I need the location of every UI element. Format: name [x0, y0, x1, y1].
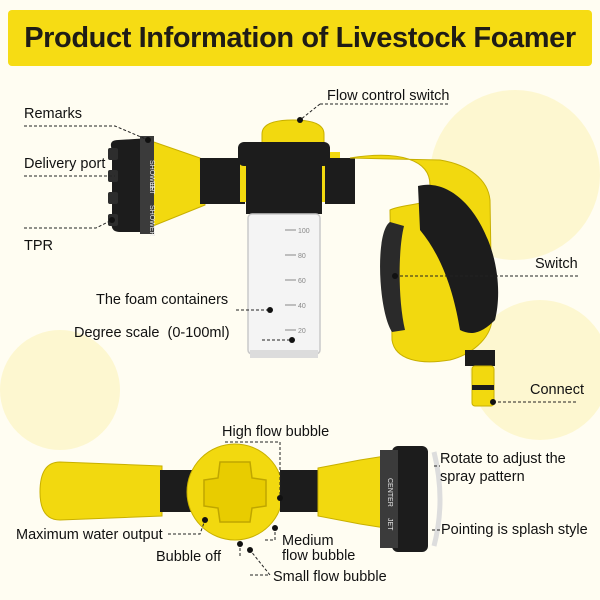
rear-black-band [325, 158, 355, 204]
label-degree-scale-range: (0-100ml) [167, 325, 230, 341]
scale-mark-2: 60 [298, 278, 306, 285]
nozzle-text-shower-top-2: SHOWER [148, 205, 155, 237]
page-title: Product Information of Livestock Foamer [24, 21, 576, 54]
flow-control-knob [261, 119, 325, 147]
label-delivery-port: Delivery port [24, 156, 106, 172]
scale-mark-4: 20 [298, 328, 306, 335]
label-pointing-splash: Pointing is splash style [441, 522, 588, 538]
label-flow-control-switch: Flow control switch [327, 88, 450, 104]
scale-mark-1: 80 [298, 253, 306, 260]
label-foam-containers: The foam containers [96, 292, 229, 308]
gun-neck [147, 139, 206, 229]
scale-mark-3: 40 [298, 303, 306, 310]
rotate-arrow-icon [431, 451, 443, 547]
scale-mark-0: 100 [298, 228, 310, 235]
label-connect: Connect [530, 382, 585, 398]
label-rotate-line1: Rotate to adjust the [440, 451, 566, 467]
selector-knob [203, 461, 267, 523]
rubber-grip [418, 184, 499, 333]
label-medium-flow-line1: Medium [282, 533, 334, 549]
bottom-nozzle-head [392, 446, 428, 552]
label-maximum-water-output: Maximum water output [16, 527, 163, 543]
label-high-flow-bubble: High flow bubble [222, 424, 330, 440]
bottom-handle [39, 461, 163, 521]
label-rotate-line2: spray pattern [440, 469, 525, 485]
title-banner: Product Information of Livestock Foamer [8, 10, 592, 66]
barrel-black-band [200, 158, 245, 204]
nozzle-text-shower-top: SHOWER [148, 160, 155, 192]
bottom-leader-lines [168, 441, 440, 576]
label-small-flow-bubble: Small flow bubble [273, 569, 387, 585]
label-tpr: TPR [24, 238, 53, 254]
bottom-leader-dots [202, 495, 283, 553]
top-leader-lines [24, 103, 578, 403]
label-degree-scale-text: Degree scale [74, 325, 160, 341]
foamer-gun-top: SHOWER JET SHOWER 100 80 60 40 20 [108, 119, 499, 407]
nozzle-text-jet-top: JET [148, 182, 155, 195]
label-switch: Switch [535, 256, 578, 272]
foam-container-cap [246, 162, 322, 214]
foam-container [247, 213, 321, 355]
top-leader-dots [109, 117, 496, 405]
label-degree-scale: Degree scale (0-100ml) [74, 325, 230, 342]
nozzle-text-center-bottom: CENTER [386, 478, 393, 507]
label-medium-flow-line2: flow bubble [282, 548, 356, 564]
label-bubble-off: Bubble off [156, 549, 222, 565]
hose-connector [465, 350, 495, 366]
nozzle-text-jet-bottom: JET [386, 518, 393, 531]
label-remarks: Remarks [24, 106, 83, 122]
foamer-gun-bottom: CENTER JET [39, 443, 443, 552]
